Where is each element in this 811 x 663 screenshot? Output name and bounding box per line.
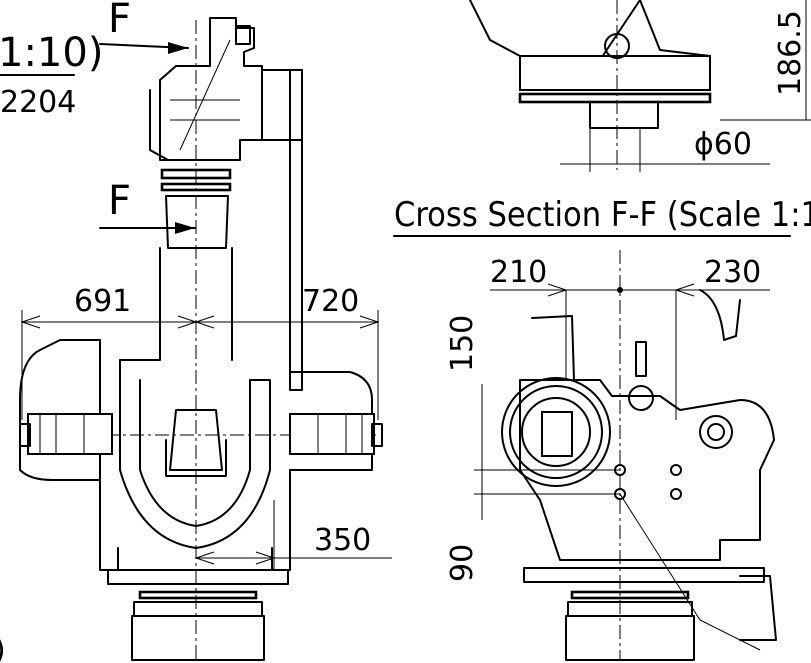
bearing-ring <box>509 385 603 479</box>
section-base-plate <box>523 567 765 583</box>
rear-link-rod <box>289 69 303 391</box>
section-bolt-3 <box>614 488 626 500</box>
section-base-ring <box>570 590 690 600</box>
dim-centre-dot <box>617 287 623 293</box>
wrist-side-box <box>261 69 303 141</box>
front-elevation-view: 1:10) 2204 F F 691 720 <box>0 0 392 663</box>
section-leader <box>619 493 761 651</box>
section-arrow-top-head <box>168 42 188 54</box>
section-marker-top: F <box>108 0 131 42</box>
section-base-bracket <box>739 575 777 641</box>
section-arrow-mid-head <box>175 222 195 234</box>
left-cover <box>19 339 101 481</box>
upper-arm <box>119 247 233 361</box>
right-motor <box>289 413 375 455</box>
dim-210: 210 <box>490 255 547 290</box>
neck-body <box>165 195 229 249</box>
shoulder-bracket <box>169 409 223 471</box>
section-title: Cross Section F-F (Scale 1:10) <box>394 195 811 235</box>
top-block <box>519 55 711 91</box>
dim-right-width: 720 <box>302 284 359 319</box>
section-base-flange <box>567 601 693 617</box>
dim-150: 150 <box>445 315 480 372</box>
section-arm-left <box>531 315 575 381</box>
bottom-left-partial: ) <box>0 633 6 663</box>
base-flange <box>133 601 263 617</box>
section-marker-mid: F <box>108 178 131 224</box>
shoulder-plate <box>165 439 227 477</box>
bearing-hub <box>541 411 573 457</box>
base-plate-top <box>107 569 289 585</box>
dim-height-1865: 186.5 <box>773 10 808 96</box>
section-side-boss <box>699 415 733 449</box>
dim-230: 230 <box>704 255 761 290</box>
section-base-pedestal <box>565 615 695 661</box>
neck-ring-1 <box>160 168 232 180</box>
dim-left-width: 691 <box>74 284 131 319</box>
wrist-head <box>159 17 263 161</box>
wrist-connector <box>235 25 251 45</box>
bearing-inner <box>521 397 591 467</box>
base-left-leg <box>99 479 119 571</box>
dim-arrow-right-inner <box>194 315 215 329</box>
cross-section-view: 210 230 150 90 <box>445 250 777 661</box>
section-bolt-2 <box>670 464 682 476</box>
section-bolt-4 <box>670 488 682 500</box>
top-right-partial-view: ϕ60 186.5 <box>469 0 811 172</box>
dim-diameter: ϕ60 <box>694 127 752 162</box>
base-ring <box>138 590 258 600</box>
scale-label-partial: 1:10) <box>0 30 103 76</box>
shoulder-body <box>119 359 271 549</box>
dim-offset-350: 350 <box>314 523 371 558</box>
number-label-partial: 2204 <box>0 85 76 120</box>
top-shaft <box>589 101 659 129</box>
bearing-outer <box>501 377 611 487</box>
section-rod-pin <box>628 385 654 411</box>
dim-arrow-350-left <box>194 551 215 565</box>
right-motor-cap <box>371 423 383 447</box>
section-rod <box>635 341 647 377</box>
right-cover <box>289 371 373 471</box>
shoulder-inner <box>139 379 251 527</box>
left-motor-cap <box>19 423 31 447</box>
section-arm-right <box>699 289 741 341</box>
top-ring <box>518 92 712 104</box>
left-motor <box>27 413 113 455</box>
base-right-leg <box>271 469 291 571</box>
section-housing <box>519 379 775 561</box>
section-side-boss-inner <box>707 423 725 441</box>
section-bolt-1 <box>614 464 626 476</box>
base-pedestal <box>131 615 265 661</box>
neck-ring-2 <box>160 182 232 192</box>
dim-90: 90 <box>445 544 480 582</box>
wrist-diagonal <box>179 39 231 151</box>
wrist-cable-left <box>149 89 169 161</box>
